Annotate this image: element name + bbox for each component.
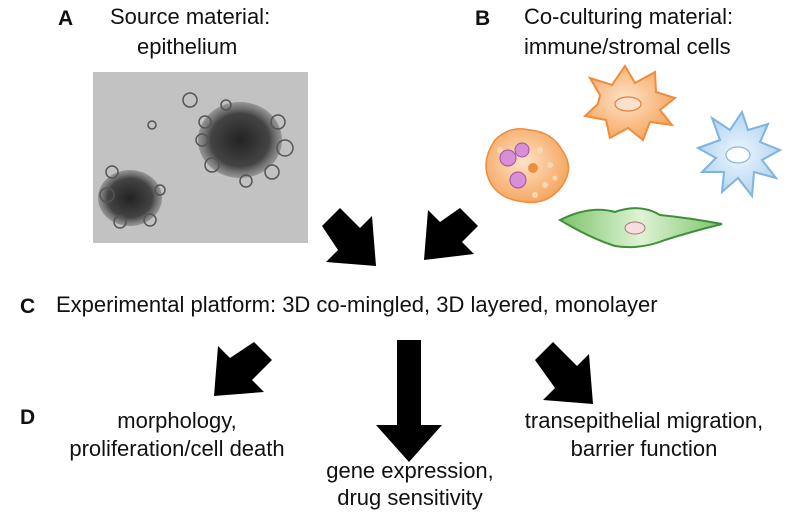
outcome-gene-expression-line2: drug sensitivity (337, 485, 483, 510)
panel-a-label: A (58, 7, 74, 30)
arrow-b-to-c-icon (424, 208, 478, 260)
arrow-a-to-c-icon (322, 208, 376, 266)
outcome-migration-line2: barrier function (570, 436, 718, 461)
fibroblast-icon (557, 207, 723, 249)
arrow-to-migration-icon (535, 342, 593, 404)
panel-b-label: B (475, 7, 491, 30)
mast-cell-icon (485, 128, 570, 204)
dendritic-cell-blue-icon (695, 109, 783, 199)
arrow-to-gene-expression-icon (376, 340, 442, 462)
outcome-migration-line1: transepithelial migration, (524, 408, 764, 433)
arrows-to-platform (322, 208, 478, 266)
panel-b-title-line2: immune/stromal cells (524, 34, 731, 59)
arrow-to-morphology-icon (214, 342, 272, 396)
panel-a-title-line2: epithelium (137, 34, 238, 59)
panel-c-label: C (20, 295, 36, 318)
epithelium-micrograph (93, 72, 308, 243)
panel-b-title-line1: Co-culturing material: (524, 4, 734, 29)
panel-d-label: D (20, 406, 36, 429)
outcome-morphology-line1: morphology, (117, 408, 237, 433)
outcome-morphology-line2: proliferation/cell death (69, 436, 285, 461)
dendritic-cell-orange-icon (582, 64, 678, 142)
panel-a-title-line1: Source material: (110, 4, 271, 29)
outcome-gene-expression-line1: gene expression, (326, 458, 494, 483)
platform-description: Experimental platform: 3D co-mingled, 3D… (56, 292, 658, 317)
arrows-to-outcomes (214, 340, 593, 462)
